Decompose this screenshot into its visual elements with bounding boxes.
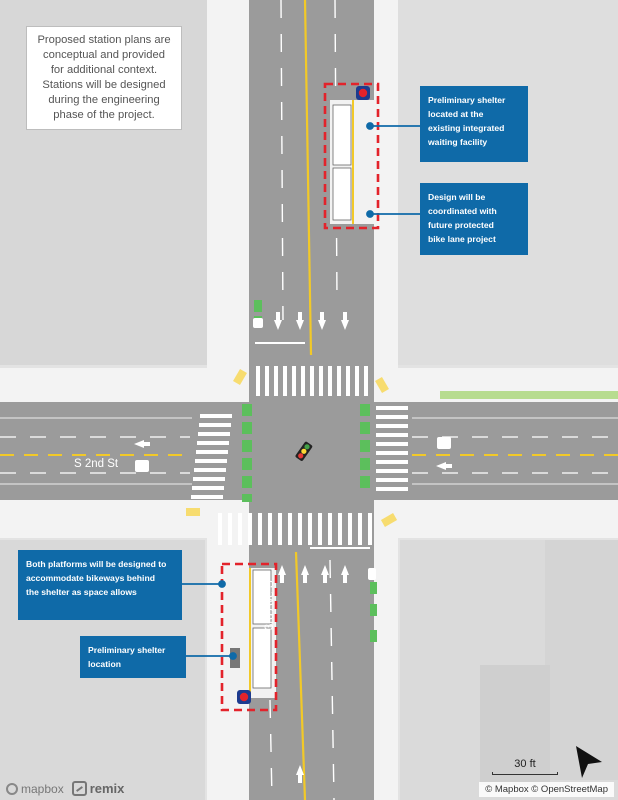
bus-south-front [252,569,272,625]
disclaimer-note: Proposed station plans are conceptual an… [26,26,182,130]
logo-bar: mapbox remix [6,781,124,796]
bus-stop-icon [237,690,251,704]
callout-bikeways: Both platforms will be designed to accom… [18,550,182,620]
crosswalk-south [218,513,372,545]
bus-south-rear [252,627,272,689]
remix-logo[interactable]: remix [71,781,125,796]
scale-label: 30 ft [514,758,536,770]
north-arrow-icon [576,746,602,778]
crosswalk-north [256,366,368,396]
remix-icon [71,781,87,796]
mapbox-icon [6,782,18,795]
crosswalk-east [376,406,408,491]
lane-arrow-icon [134,312,452,783]
bus-stop-icon [356,86,370,100]
bike-lane-markings [242,300,377,642]
mapbox-wordmark: mapbox [21,781,64,796]
mapbox-logo[interactable]: mapbox [6,782,64,796]
bus-north-front [332,104,352,166]
street-label-2nd-st: S 2nd St [74,458,119,470]
planting-strip [440,391,618,399]
map-attribution[interactable]: © Mapbox © OpenStreetMap [479,782,614,797]
scale-bar [492,772,558,775]
remix-wordmark: remix [89,781,125,796]
south-station-outline [220,562,278,712]
north-station-outline [323,82,380,230]
bus-north-rear [332,167,352,221]
callout-shelter-south: Preliminary shelter location [80,636,186,678]
callout-shelter-north: Preliminary shelter located at the exist… [420,86,528,162]
street-label-3rd-ave: 3rd Ave S [264,580,276,630]
crosswalk-west [191,414,232,499]
traffic-signal-icon [295,441,313,461]
callout-bike-lane: Design will be coordinated with future p… [420,183,528,255]
building-block-ne [388,0,618,365]
